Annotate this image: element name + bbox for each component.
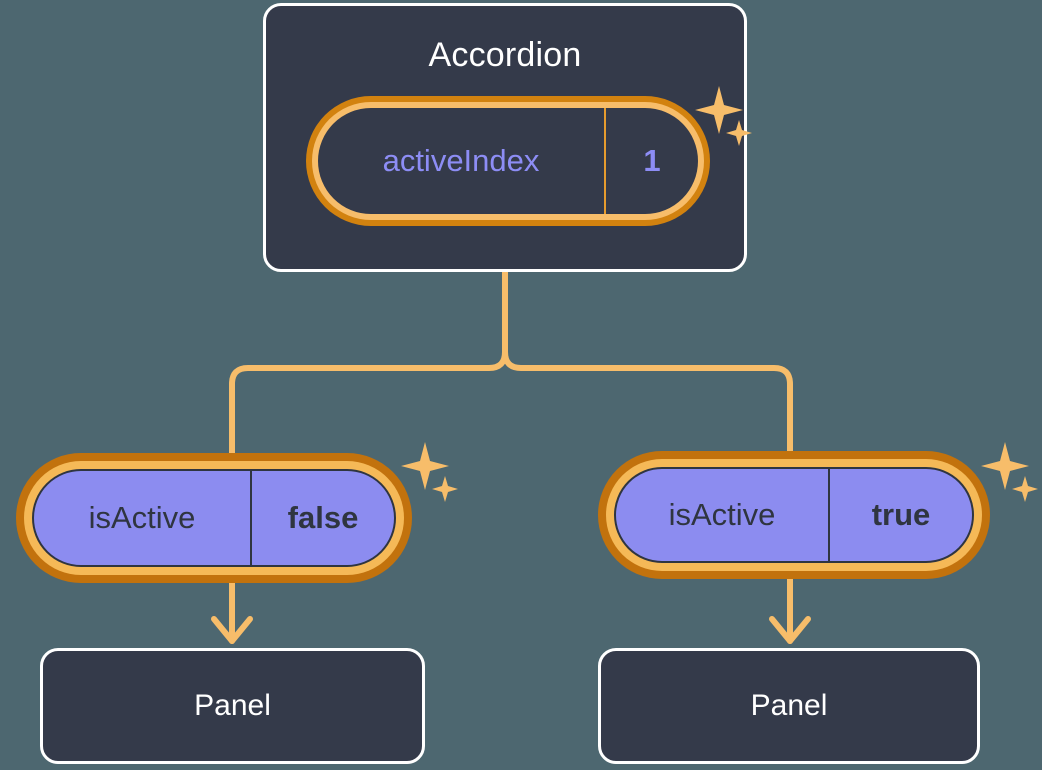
connector-branch-left [229,349,508,456]
prop-pill-key-left: isActive [34,471,252,565]
prop-pill-ring-right: isActive true [606,459,982,571]
prop-pill-value-right: true [871,497,931,532]
state-pill-key: activeIndex [318,108,606,214]
prop-pill-is-active-false[interactable]: isActive false [16,453,412,583]
prop-pill-body-left: isActive false [32,469,396,567]
connector-trunk [502,269,793,454]
prop-pill-ring-left: isActive false [24,461,404,575]
panel-card-left[interactable]: Panel [40,648,425,764]
state-pill-body: activeIndex 1 [318,108,698,214]
state-pill-active-index[interactable]: activeIndex 1 [306,96,710,226]
panel-card-right-title: Panel [750,689,828,722]
arrow-left-head [211,616,253,644]
sparkle-icon [981,442,1038,502]
state-pill-value: 1 [643,143,661,178]
accordion-card-title: Accordion [428,36,582,74]
arrow-right-head [769,616,811,644]
prop-pill-body-right: isActive true [614,467,974,563]
panel-card-right[interactable]: Panel [598,648,980,764]
prop-pill-value-left: false [287,500,359,535]
sparkle-icon [401,442,458,502]
prop-pill-key-right: isActive [616,469,830,561]
state-pill-ring: activeIndex 1 [312,102,704,220]
panel-card-left-title: Panel [194,689,271,722]
prop-pill-is-active-true[interactable]: isActive true [598,451,990,579]
